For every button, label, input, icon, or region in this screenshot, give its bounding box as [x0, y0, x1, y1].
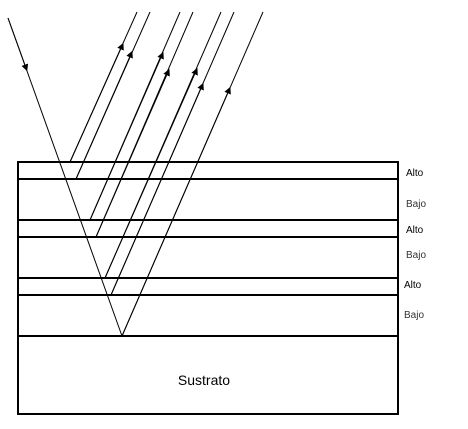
reflected-ray-arrow [95, 68, 170, 238]
layer-label-high: Alto [406, 168, 424, 179]
layer-label-high: Alto [406, 225, 424, 236]
layer-label-high: Alto [404, 280, 422, 291]
layer-label-low: Bajo [406, 199, 426, 210]
reflected-ray-arrow [104, 67, 198, 279]
reflected-ray-arrow [110, 82, 204, 296]
light-rays [7, 11, 264, 337]
incident-ray-arrow [7, 17, 29, 72]
layer-stack [17, 161, 399, 415]
layer-label-low: Bajo [404, 310, 424, 321]
layer-labels: Alto Bajo Alto Bajo Alto Bajo [404, 168, 426, 321]
substrate-label: Sustrato [178, 372, 230, 388]
reflected-ray-arrow [121, 86, 231, 337]
stack-outline [17, 161, 399, 415]
reflected-ray-arrow [89, 51, 164, 221]
reflected-ray-arrow [69, 42, 124, 163]
layer-label-low: Bajo [406, 250, 426, 261]
reflected-ray-arrow [75, 50, 133, 180]
